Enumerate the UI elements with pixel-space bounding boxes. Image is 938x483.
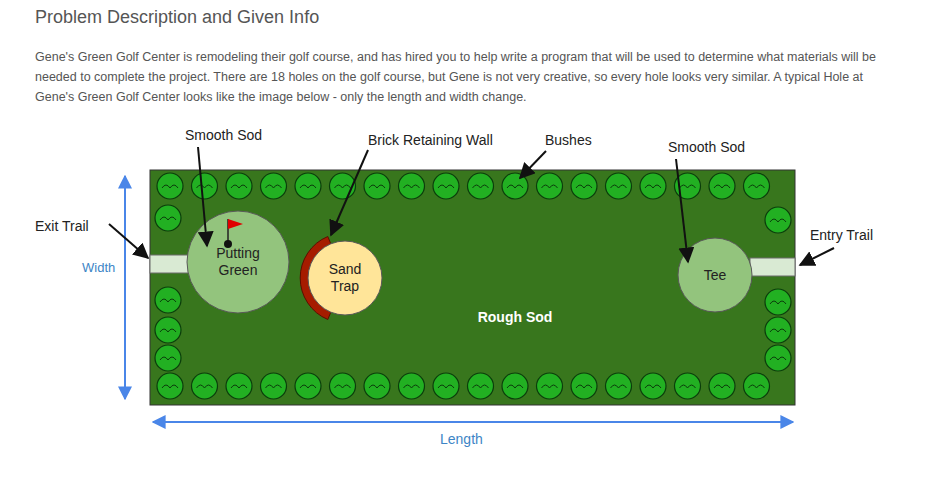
bush [433,173,459,199]
bush [468,173,494,199]
area-label: Putting Green [206,245,270,279]
callout-label: Smooth Sod [185,127,262,143]
area-label: Rough Sod [478,309,553,325]
bush [675,373,701,399]
bush [502,173,528,199]
bush [640,373,666,399]
sand-trap: Sand Trap [307,240,383,316]
bush [155,205,181,231]
bush [744,373,770,399]
bush [295,173,321,199]
entry-trail [750,258,795,276]
bush [537,373,563,399]
bush [157,173,183,199]
section-title: Problem Description and Given Info [35,7,319,28]
bush [226,373,252,399]
width-dimension-arrow [124,176,126,399]
rough-ground [150,170,795,405]
bush [744,173,770,199]
callout-label: Entry Trail [810,227,873,243]
dimension-label: Width [82,260,115,275]
bush [606,173,632,199]
intro-paragraph: Gene's Green Golf Center is remodeling t… [35,47,905,107]
bush [765,207,791,233]
bush [261,373,287,399]
bush [537,173,563,199]
callout-label: Exit Trail [35,218,89,234]
callout-label: Bushes [545,132,592,148]
bush [571,173,597,199]
hole-cup [224,240,232,248]
flag [228,219,243,229]
callout-label: Smooth Sod [668,139,745,155]
leader-line [800,248,834,265]
bush [192,373,218,399]
bush [709,173,735,199]
dimension-label: Length [440,431,483,447]
bush [155,345,181,371]
bush [640,173,666,199]
bush-row [155,173,791,399]
bush [709,373,735,399]
bush [765,345,791,371]
leader-line [198,147,207,246]
bush [155,317,181,343]
bush [261,173,287,199]
bush [502,373,528,399]
bush [192,173,218,199]
length-dimension-arrow [153,421,793,423]
bush [364,373,390,399]
leader-line [331,150,368,235]
bush [433,373,459,399]
bush [155,287,181,313]
bush [226,173,252,199]
leader-line [520,151,546,178]
bush [468,373,494,399]
bush [295,373,321,399]
area-label: Tee [704,267,727,284]
rough-sod-area: Rough Sod Putting Green Sand Trap Tee [150,170,795,405]
tee-circle: Tee [677,237,753,313]
callout-label: Brick Retaining Wall [368,132,493,148]
bush [399,373,425,399]
bush [364,173,390,199]
bush [571,373,597,399]
bush [330,373,356,399]
bush [157,373,183,399]
bush [765,289,791,315]
bush [765,317,791,343]
area-label: Sand Trap [322,261,369,295]
bush [399,173,425,199]
leader-line [676,159,688,262]
leader-line [109,224,148,258]
bush [606,373,632,399]
